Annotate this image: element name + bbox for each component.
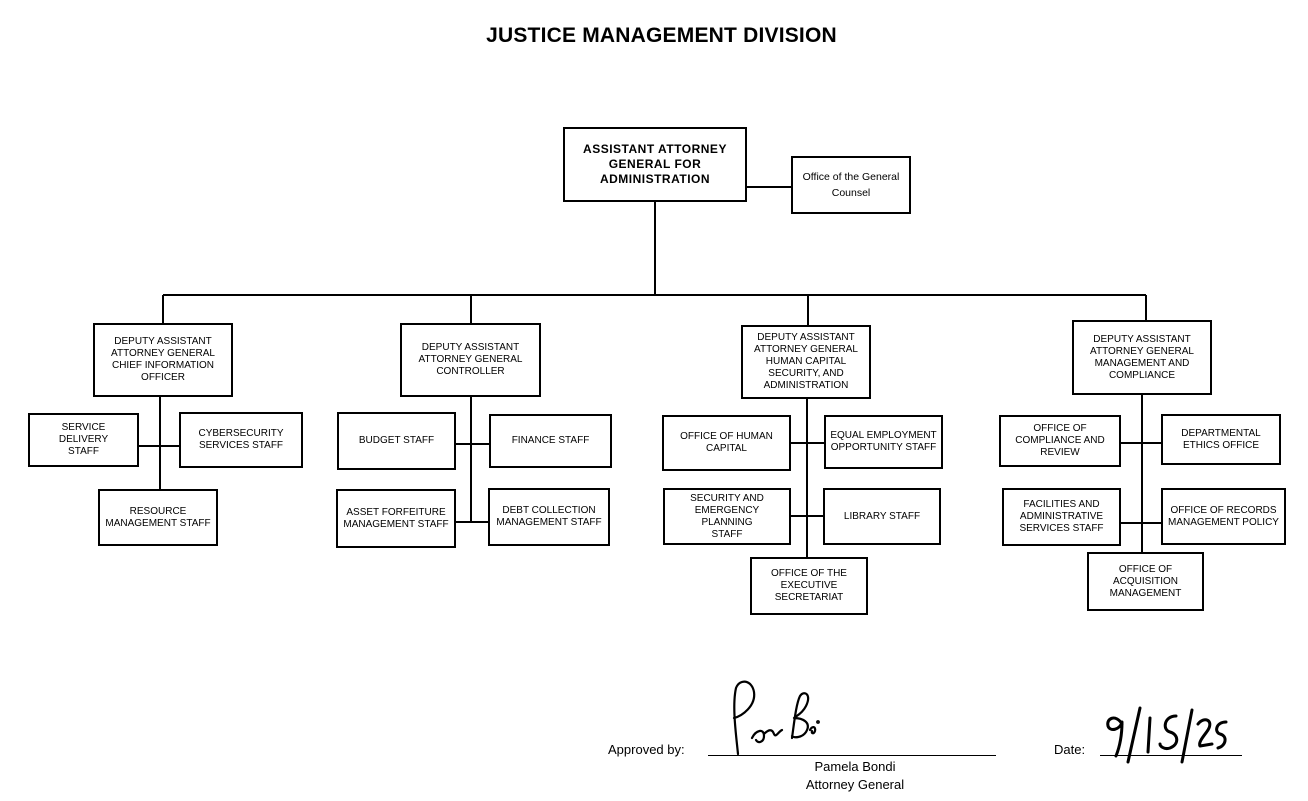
deputy-cio-box: DEPUTY ASSISTANT ATTORNEY GENERAL CHIEF … bbox=[93, 323, 233, 397]
asset-forfeiture-management-staff-box: ASSET FORFEITURE MANAGEMENT STAFF bbox=[336, 489, 456, 548]
signature-image bbox=[732, 680, 820, 756]
signer-name: Pamela Bondi bbox=[814, 759, 896, 774]
general-counsel-label: Office of the General Counsel bbox=[802, 171, 900, 199]
service-delivery-staff-label: SERVICE DELIVERY STAFF bbox=[58, 422, 109, 457]
eeo-staff-label: EQUAL EMPLOYMENT OPPORTUNITY STAFF bbox=[830, 430, 937, 453]
executive-secretariat-label: OFFICE OF THE EXECUTIVE SECRETARIAT bbox=[771, 568, 847, 603]
deputy-management-compliance-label: DEPUTY ASSISTANT ATTORNEY GENERAL MANAGE… bbox=[1090, 333, 1194, 381]
office-of-compliance-review-box: OFFICE OF COMPLIANCE AND REVIEW bbox=[999, 415, 1121, 467]
office-of-acquisition-management-label: OFFICE OF ACQUISITION MANAGEMENT bbox=[1109, 563, 1182, 599]
departmental-ethics-office-box: DEPARTMENTAL ETHICS OFFICE bbox=[1161, 414, 1281, 465]
deputy-management-compliance-box: DEPUTY ASSISTANT ATTORNEY GENERAL MANAGE… bbox=[1072, 320, 1212, 395]
cybersecurity-services-staff-label: CYBERSECURITY SERVICES STAFF bbox=[198, 428, 284, 451]
signer-block: Pamela Bondi Attorney General bbox=[760, 758, 950, 794]
security-emergency-planning-staff-label: SECURITY AND EMERGENCY PLANNING STAFF bbox=[690, 492, 764, 540]
approved-by-label: Approved by: bbox=[608, 742, 685, 757]
chart-title: JUSTICE MANAGEMENT DIVISION bbox=[486, 24, 837, 47]
date-label: Date: bbox=[1054, 742, 1086, 757]
general-counsel-box: Office of the General Counsel bbox=[791, 156, 911, 214]
budget-staff-box: BUDGET STAFF bbox=[337, 412, 456, 470]
signature-line bbox=[708, 755, 996, 756]
office-of-records-management-policy-label: OFFICE OF RECORDS MANAGEMENT POLICY bbox=[1168, 504, 1279, 528]
facilities-administrative-services-staff-box: FACILITIES AND ADMINISTRATIVE SERVICES S… bbox=[1002, 488, 1121, 546]
office-of-human-capital-box: OFFICE OF HUMAN CAPITAL bbox=[662, 415, 791, 471]
date-line bbox=[1100, 755, 1242, 756]
deputy-cio-label: DEPUTY ASSISTANT ATTORNEY GENERAL CHIEF … bbox=[111, 336, 215, 383]
departmental-ethics-office-label: DEPARTMENTAL ETHICS OFFICE bbox=[1181, 427, 1261, 451]
handwritten-date bbox=[1106, 706, 1228, 764]
cybersecurity-services-staff-box: CYBERSECURITY SERVICES STAFF bbox=[179, 412, 303, 468]
executive-secretariat-box: OFFICE OF THE EXECUTIVE SECRETARIAT bbox=[750, 557, 868, 615]
aag-administration-box: ASSISTANT ATTORNEY GENERAL FOR ADMINISTR… bbox=[563, 127, 747, 202]
debt-collection-management-staff-label: DEBT COLLECTION MANAGEMENT STAFF bbox=[496, 505, 602, 528]
budget-staff-label: BUDGET STAFF bbox=[358, 435, 435, 446]
finance-staff-box: FINANCE STAFF bbox=[489, 414, 612, 468]
resource-management-staff-label: RESOURCE MANAGEMENT STAFF bbox=[105, 505, 211, 529]
library-staff-box: LIBRARY STAFF bbox=[823, 488, 941, 545]
signer-title: Attorney General bbox=[805, 777, 905, 792]
debt-collection-management-staff-box: DEBT COLLECTION MANAGEMENT STAFF bbox=[488, 488, 610, 546]
deputy-controller-box: DEPUTY ASSISTANT ATTORNEY GENERAL CONTRO… bbox=[400, 323, 541, 397]
resource-management-staff-box: RESOURCE MANAGEMENT STAFF bbox=[98, 489, 218, 546]
office-of-human-capital-label: OFFICE OF HUMAN CAPITAL bbox=[680, 431, 773, 454]
finance-staff-label: FINANCE STAFF bbox=[511, 435, 590, 446]
security-emergency-planning-staff-box: SECURITY AND EMERGENCY PLANNING STAFF bbox=[663, 488, 791, 545]
deputy-hcsa-box: DEPUTY ASSISTANT ATTORNEY GENERAL HUMAN … bbox=[741, 325, 871, 399]
facilities-administrative-services-staff-label: FACILITIES AND ADMINISTRATIVE SERVICES S… bbox=[1019, 499, 1104, 534]
aag-administration-label: ASSISTANT ATTORNEY GENERAL FOR ADMINISTR… bbox=[583, 142, 727, 186]
library-staff-label: LIBRARY STAFF bbox=[843, 510, 921, 522]
office-of-compliance-review-label: OFFICE OF COMPLIANCE AND REVIEW bbox=[1015, 423, 1105, 458]
office-of-acquisition-management-box: OFFICE OF ACQUISITION MANAGEMENT bbox=[1087, 552, 1204, 611]
deputy-hcsa-label: DEPUTY ASSISTANT ATTORNEY GENERAL HUMAN … bbox=[754, 332, 858, 391]
office-of-records-management-policy-box: OFFICE OF RECORDS MANAGEMENT POLICY bbox=[1161, 488, 1286, 545]
service-delivery-staff-box: SERVICE DELIVERY STAFF bbox=[28, 413, 139, 467]
eeo-staff-box: EQUAL EMPLOYMENT OPPORTUNITY STAFF bbox=[824, 415, 943, 469]
deputy-controller-label: DEPUTY ASSISTANT ATTORNEY GENERAL CONTRO… bbox=[418, 342, 523, 377]
asset-forfeiture-management-staff-label: ASSET FORFEITURE MANAGEMENT STAFF bbox=[343, 506, 449, 530]
